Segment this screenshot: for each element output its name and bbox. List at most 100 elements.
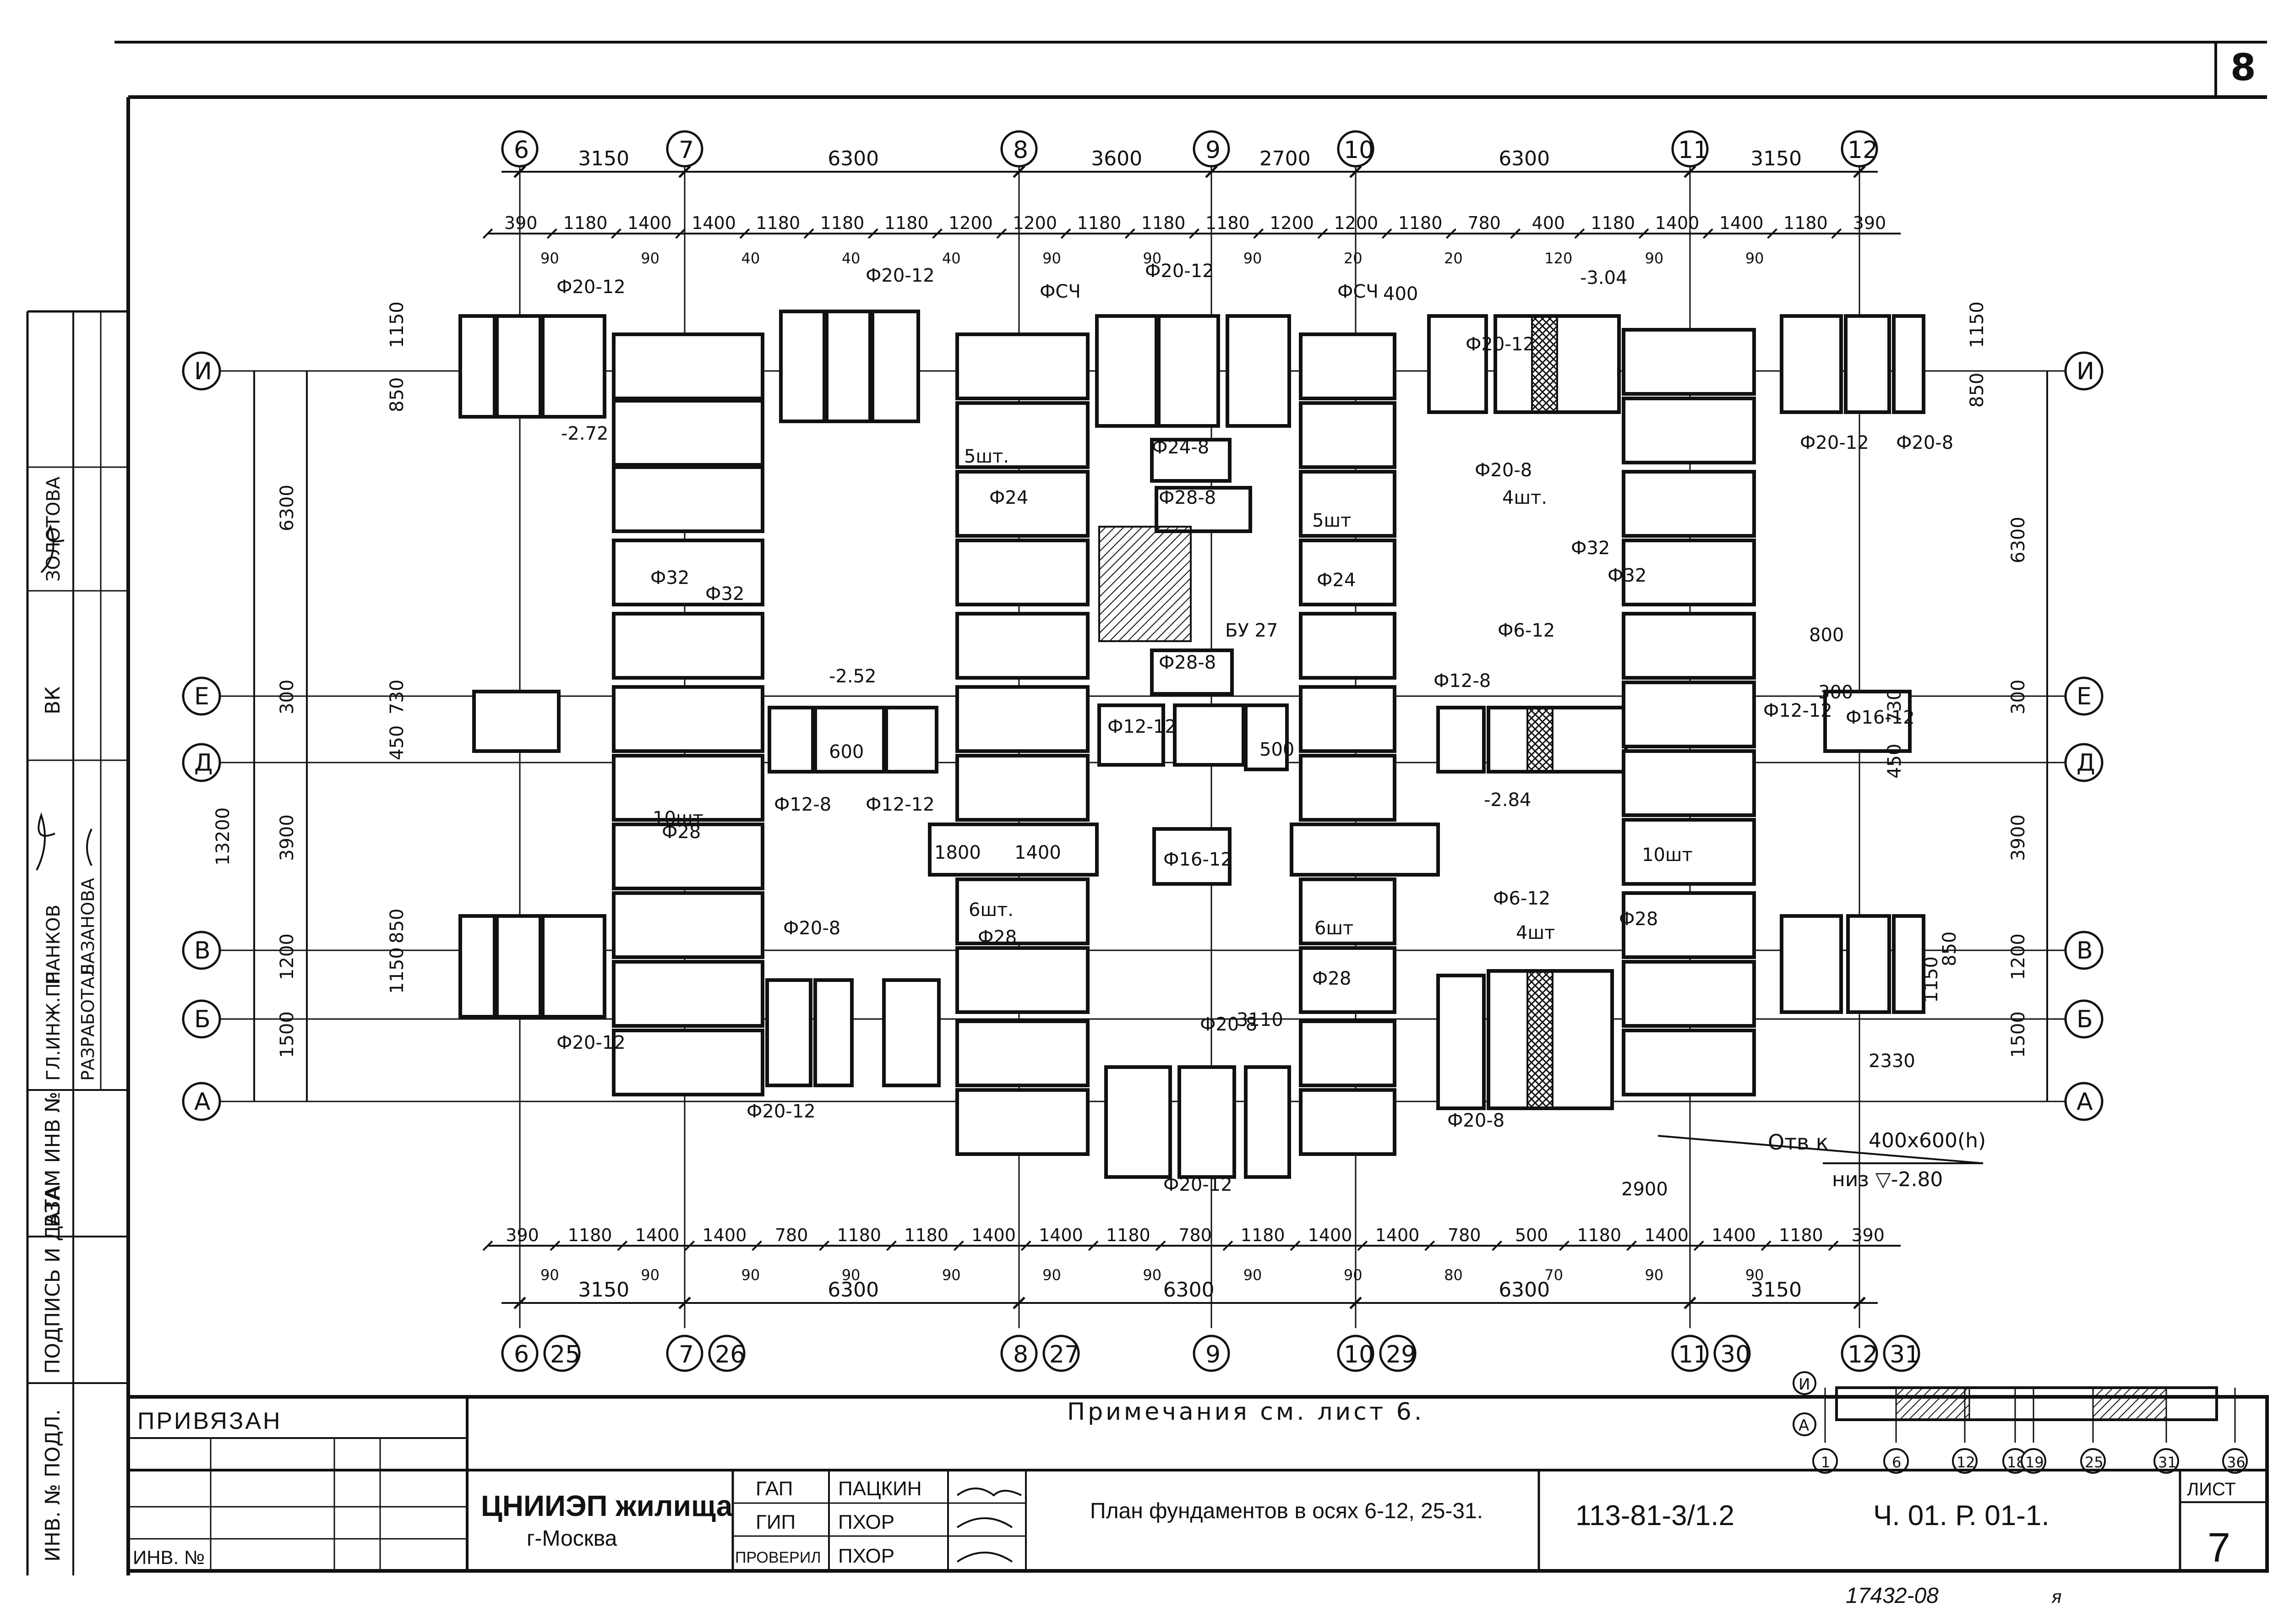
- project-code: 113-81-3/1.2: [1575, 1500, 1734, 1531]
- element-label: Ф28: [662, 822, 701, 843]
- axis-bubble-top: [1337, 130, 1374, 168]
- top-chain-label: 400: [1532, 213, 1565, 233]
- top-chain-tick: [932, 228, 943, 239]
- bottom-chain-label: 390: [1851, 1225, 1885, 1245]
- axis-bubble-side: [2064, 743, 2104, 782]
- element-label: ФСЧ: [1040, 281, 1081, 302]
- foundation-block: [1622, 328, 1756, 396]
- top-chain-label: 1200: [1334, 213, 1378, 233]
- foundation-block: [1622, 960, 1756, 1028]
- left-dim-label: 1150: [387, 947, 408, 994]
- foundation-block: [612, 754, 764, 822]
- bottom-sub-label: 90: [540, 1266, 559, 1284]
- top-chain-label: 1180: [563, 213, 608, 233]
- axis-bubble-side-label: Д: [2077, 749, 2095, 777]
- top-chain-tick: [1189, 228, 1199, 239]
- bottom-chain-label: 1180: [1577, 1225, 1621, 1245]
- bottom-sub-label: 90: [942, 1266, 961, 1284]
- left-dim-label: 300: [277, 680, 298, 714]
- axis-bubble-side-label: А: [194, 1088, 211, 1116]
- top-main-dim-label: 3600: [1091, 147, 1142, 170]
- axis-bubble-bottom-label: 11: [1678, 1341, 1708, 1368]
- bottom-sub-label: 90: [1344, 1266, 1363, 1284]
- bottom-chain-tick: [1155, 1240, 1166, 1251]
- bottom-chain-tick: [1559, 1240, 1570, 1251]
- foundation-block: [612, 612, 764, 680]
- key-plan-axis-label: 31: [2158, 1454, 2177, 1471]
- foundation-block: [1299, 1019, 1396, 1087]
- axis-bubble-bottom-label: 10: [1344, 1341, 1374, 1368]
- element-label: Ф20-8: [1200, 1014, 1257, 1035]
- element-label: 3110: [1237, 1009, 1283, 1030]
- top-sub-label: 90: [1243, 250, 1262, 267]
- axis-bubble-pair-label: 29: [1386, 1341, 1416, 1368]
- bottom-main-dim-tick: [1684, 1297, 1696, 1309]
- key-plan-axis-bubble: [1812, 1448, 1838, 1474]
- title-block: ПРИВЯЗАН ИНВ. № ЦНИИЭП жилища г-Москва Г…: [126, 1395, 2269, 1608]
- key-plan-axis-label: 6: [1892, 1454, 1901, 1471]
- top-chain-label: 1180: [884, 213, 929, 233]
- bottom-chain-tick: [819, 1240, 829, 1251]
- key-plan-axis-label: 36: [2227, 1454, 2246, 1471]
- stamp-zolotova: ЗОЛОТОВА: [43, 476, 64, 582]
- bottom-chain-tick: [1088, 1240, 1099, 1251]
- key-plan-axis-label: 25: [2085, 1454, 2104, 1471]
- right-dim-label: 1150: [1967, 301, 1988, 348]
- left-dim-label: 450: [387, 725, 408, 760]
- foundation-block: [955, 612, 1090, 680]
- org-city: г-Москва: [527, 1526, 617, 1551]
- axis-bubble-side: [182, 351, 221, 391]
- top-main-dim-tick: [1684, 165, 1696, 178]
- axis-bubble-side-label: Е: [2077, 683, 2092, 710]
- element-label: Ф20-12: [1145, 261, 1214, 282]
- foundation-block: [813, 978, 854, 1087]
- axis-bubble-pair-label: 26: [715, 1341, 745, 1368]
- element-label: Ф12-8: [1434, 670, 1491, 692]
- bottom-sub-label: 90: [1745, 1266, 1764, 1284]
- axis-bubble-bottom-label: 7: [679, 1341, 694, 1368]
- element-label: 6шт.: [969, 899, 1014, 921]
- foundation-block: [1104, 1065, 1172, 1179]
- foundation-block: [1299, 470, 1396, 538]
- top-main-dim-tick: [1349, 165, 1362, 178]
- foundation-block: [612, 1029, 764, 1096]
- bottom-chain-tick: [617, 1240, 628, 1251]
- side-stamp: ИНВ. № ПОДЛ. ПОДПИСЬ И ДАТА ВЗАМ ИНВ № Г…: [26, 310, 128, 1575]
- element-label: Ф24-8: [1152, 437, 1209, 458]
- top-main-dim-label: 2700: [1259, 147, 1311, 170]
- axis-bubble-bottom-label: 9: [1205, 1341, 1221, 1368]
- element-label: Ф32: [1608, 565, 1646, 586]
- element-label: Ф20-8: [1896, 432, 1953, 453]
- inv-label: ИНВ. №: [133, 1547, 205, 1568]
- top-sub-label: 120: [1544, 250, 1572, 267]
- axis-bubble-bottom-label: 12: [1848, 1341, 1878, 1368]
- bottom-sub-label: 90: [641, 1266, 660, 1284]
- axis-bubble-side-label: В: [2077, 937, 2093, 965]
- axis-bubble-bottom: [501, 1335, 539, 1372]
- foundation-block: [1622, 749, 1756, 817]
- element-label: 5шт.: [964, 446, 1009, 467]
- opening-note: Отв к 400x600(h) низ ▽-2.80: [1657, 1129, 1986, 1191]
- foundation-block: [768, 706, 815, 774]
- top-main-dim-tick: [513, 165, 526, 178]
- bottom-sub-label: 90: [1042, 1266, 1061, 1284]
- foundation-block: [955, 539, 1090, 606]
- axis-bubble-bottom: [666, 1335, 703, 1372]
- axis-bubble-side-label: Е: [194, 683, 209, 710]
- top-chain-tick: [1253, 228, 1264, 239]
- right-dim-label: 1500: [2008, 1011, 2029, 1058]
- left-dim-label: 13200: [213, 807, 234, 866]
- foundation-block: [1844, 314, 1891, 414]
- left-dim-label: 1500: [277, 1011, 298, 1058]
- foundation-block: [541, 314, 606, 419]
- foundation-block: [955, 332, 1090, 400]
- top-chain-tick: [1317, 228, 1328, 239]
- top-chain-tick: [546, 228, 557, 239]
- bottom-chain-tick: [1020, 1240, 1031, 1251]
- axis-bubble-pair-label: 25: [550, 1341, 580, 1368]
- foundation-block: [612, 539, 764, 606]
- foundation-block: [1780, 314, 1843, 414]
- foundation-block: [955, 470, 1090, 538]
- element-label: 300: [1818, 682, 1853, 703]
